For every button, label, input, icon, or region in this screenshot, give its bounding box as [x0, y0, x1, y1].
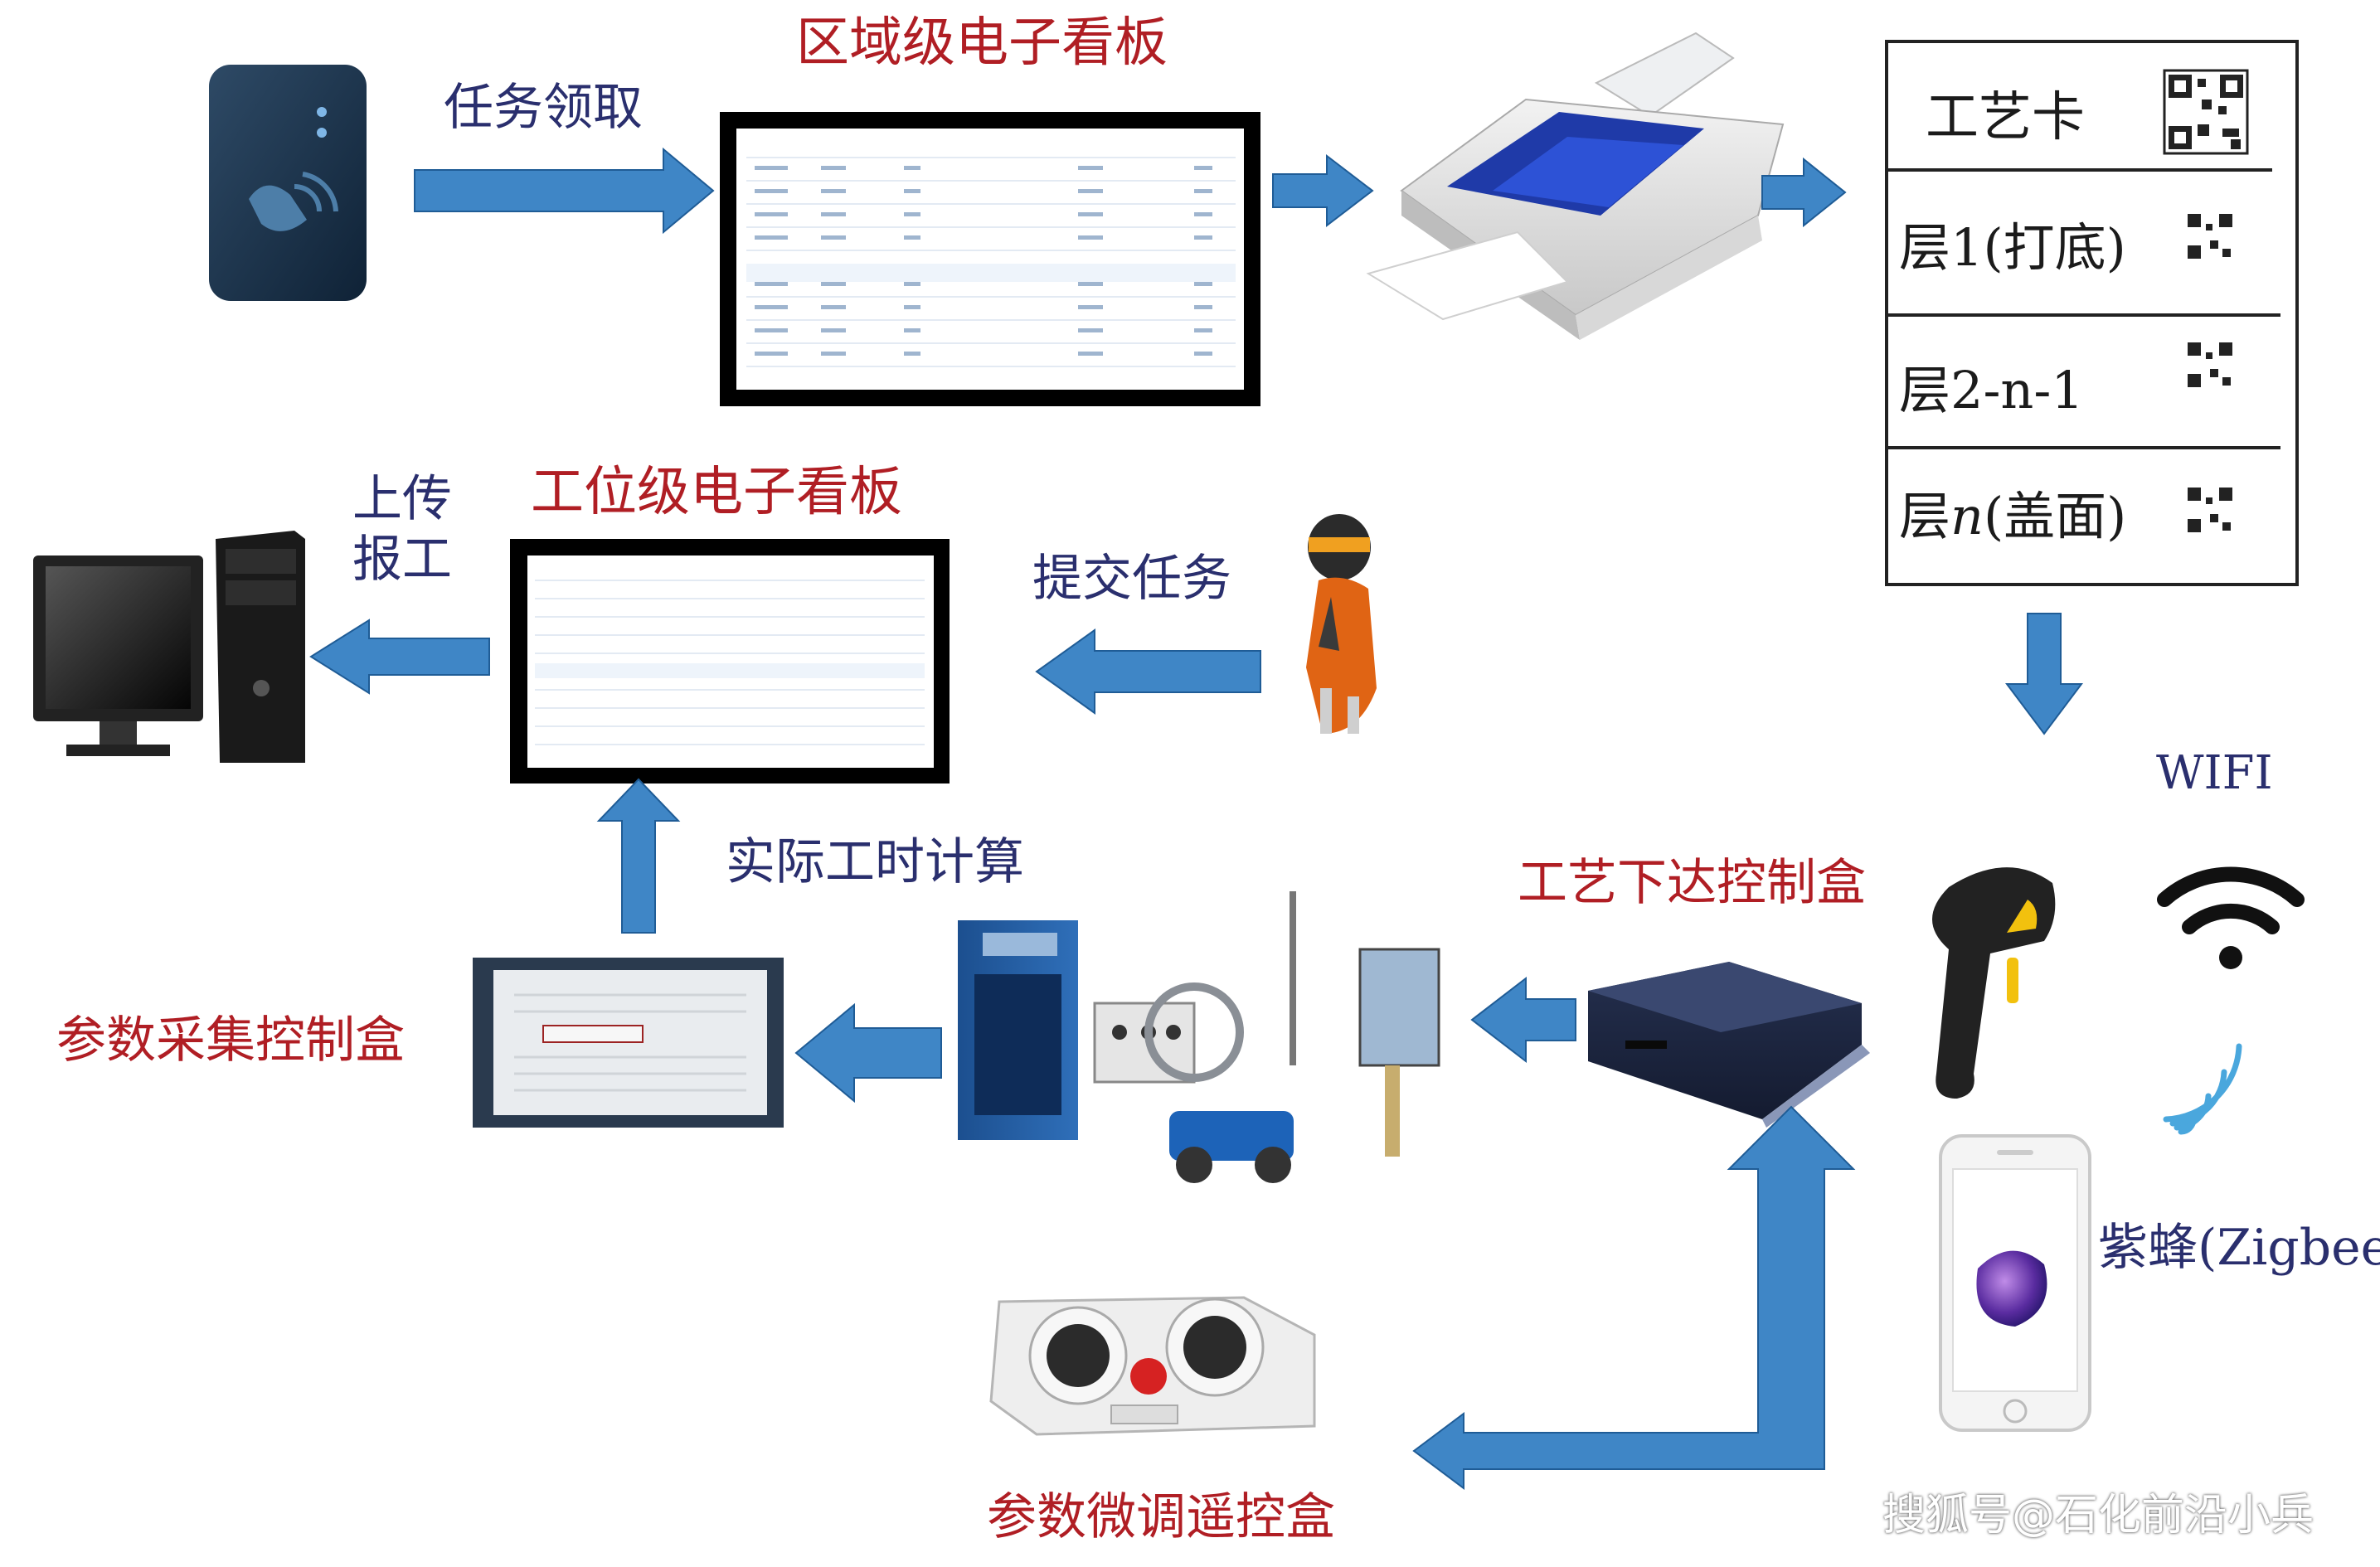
desktop-computer-icon: [33, 531, 305, 763]
arrow-left: [794, 1002, 942, 1104]
param-collect-box-label: 参数采集控制盒: [56, 1012, 405, 1070]
arrow-right: [1272, 153, 1374, 228]
process-card-title: 工艺卡: [1926, 87, 2085, 148]
arrow-down: [2005, 613, 2083, 735]
param-collect-box-icon: [473, 958, 784, 1128]
zigbee-label: 紫蜂(Zigbee): [2098, 1219, 2380, 1277]
station-board-title: 工位级电子看板: [531, 462, 902, 523]
smartphone-icon: [1939, 1134, 2091, 1432]
task-claim-label: 任务领取: [444, 79, 643, 137]
arrow-right: [414, 147, 715, 235]
qr-code-icon: [2163, 69, 2249, 155]
process-card-row: 层n(盖面): [1899, 486, 2127, 546]
process-issue-box-label: 工艺下达控制盒: [1518, 854, 1866, 912]
arrow-right: [1761, 157, 1847, 228]
zigbee-signal-icon: [2163, 1043, 2242, 1135]
qr-code-icon: [2185, 340, 2235, 390]
submit-task-label: 提交任务: [1032, 550, 1231, 608]
arrow-up: [596, 778, 681, 934]
station-board-screen-icon: [510, 539, 950, 784]
arrow-left: [1035, 628, 1261, 715]
param-remote-box-label: 参数微调遥控盒: [987, 1488, 1335, 1546]
area-board-screen-icon: [720, 112, 1260, 406]
qr-code-icon: [2185, 485, 2235, 535]
area-board-title: 区域级电子看板: [796, 12, 1168, 74]
watermark: 搜狐号@石化前沿小兵: [1882, 1491, 2314, 1540]
arrow-left: [309, 619, 490, 695]
upload-label-line2: 报工: [352, 531, 452, 589]
wifi-label: WIFI: [2156, 746, 2273, 800]
welding-machine-icon: [958, 891, 1440, 1183]
actual-time-label: 实际工时计算: [726, 833, 1024, 891]
arrow-elbow: [1412, 1105, 1856, 1490]
process-issue-box-icon: [1588, 962, 1870, 1128]
wifi-icon: [2157, 866, 2305, 969]
upload-label-line1: 上传: [352, 470, 452, 528]
process-card-row: 层1(打底): [1899, 217, 2126, 278]
welder-person-icon: [1306, 514, 1377, 734]
printer-icon: [1366, 32, 1785, 340]
rfid-reader-icon: [209, 65, 367, 301]
process-card-row: 层2-n-1: [1899, 360, 2084, 420]
param-remote-box-icon: [989, 1296, 1316, 1436]
barcode-scanner-icon: [1932, 867, 2056, 1099]
qr-code-icon: [2185, 211, 2235, 261]
arrow-left: [1470, 976, 1576, 1064]
